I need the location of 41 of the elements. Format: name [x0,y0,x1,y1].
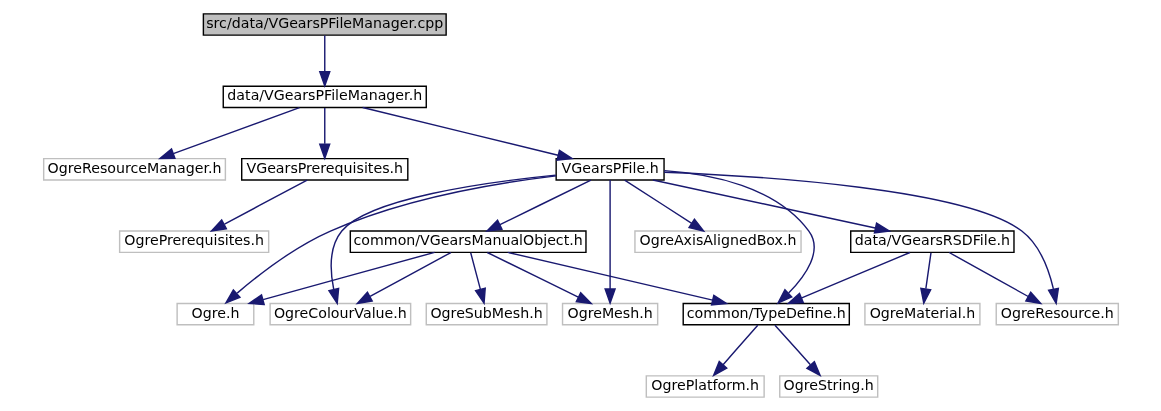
arrow [663,169,815,305]
node-box: OgreAxisAlignedBox.h [633,230,802,254]
arrow [209,179,308,233]
node-box: VGearsPrerequisites.h [240,157,408,181]
arrow [469,252,486,306]
node-box: data/VGearsPFileManager.h [222,85,427,109]
node-box: common/VGearsManualObject.h [349,230,587,254]
node-box: OgreColourValue.h [268,302,411,326]
arrow [486,251,593,305]
arrow [651,179,891,234]
arrow [223,175,557,305]
arrow [484,179,592,232]
arrow [603,179,616,306]
node-box: OgreMesh.h [561,302,658,326]
arrow [506,251,729,306]
arrow [327,174,556,306]
node-box: VGearsPFile.h [554,157,665,181]
node-box: OgreMaterial.h [863,302,981,326]
arrow [318,34,331,89]
node-box: OgreResourceManager.h [42,157,226,181]
arrow [318,107,331,161]
arrow [354,251,452,305]
node-box: OgreSubMesh.h [425,302,548,326]
arrow [623,179,705,233]
arrow [948,251,1043,305]
node-box: OgreResource.h [995,302,1119,326]
node-box: common/TypeDefine.h [682,302,850,326]
arrow [773,324,822,378]
node-box: src/data/VGearsPFileManager.cpp [202,13,447,36]
node-box: data/VGearsRSDFile.h [849,230,1015,254]
arrow [361,106,574,161]
arrow [711,324,758,378]
arrow [919,252,932,306]
arrow [785,251,911,305]
node-box: OgreString.h [778,375,878,398]
node-box: Ogre.h [175,302,254,326]
arrow [157,106,300,160]
node-box: OgrePrerequisites.h [118,230,269,254]
arrow [246,251,435,306]
arrow [662,171,1059,306]
node-box: OgrePlatform.h [645,375,765,398]
